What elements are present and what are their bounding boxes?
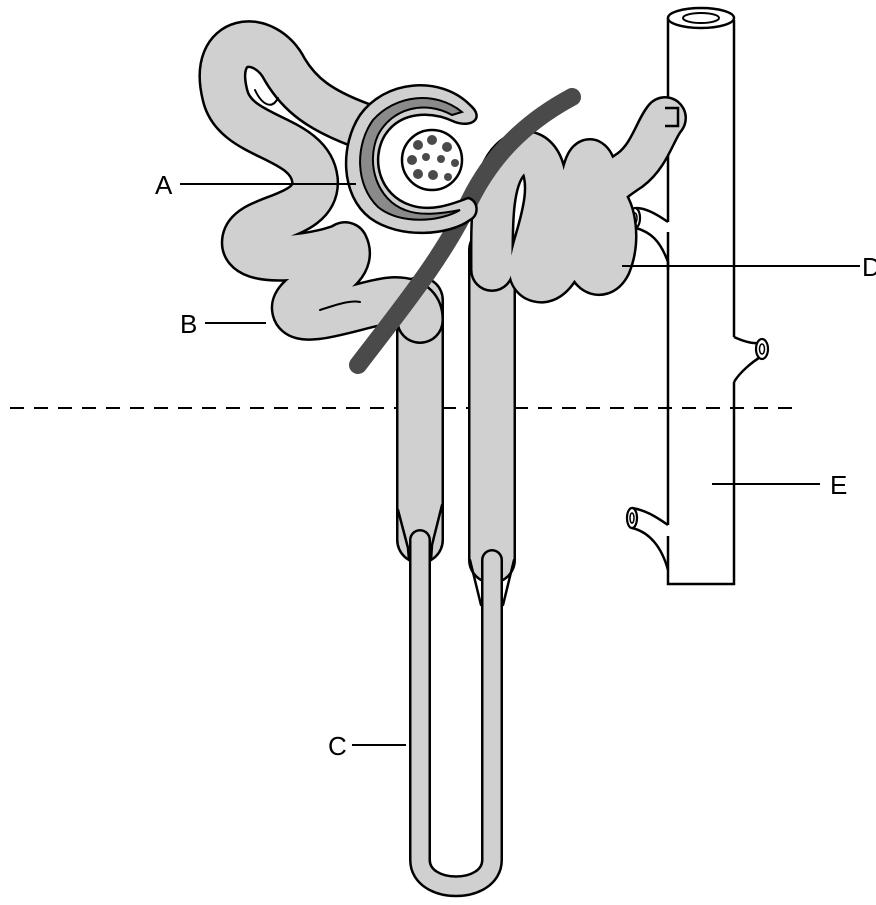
label-e: E	[830, 470, 847, 500]
label-a: A	[155, 170, 173, 200]
label-b: B	[180, 309, 197, 339]
label-d: D	[862, 252, 876, 282]
bowmans-capsule	[346, 85, 477, 233]
loop-of-henle	[398, 250, 514, 886]
proximal-convoluted-tubule	[222, 44, 420, 320]
label-c: C	[328, 731, 347, 761]
collecting-duct	[627, 8, 768, 584]
